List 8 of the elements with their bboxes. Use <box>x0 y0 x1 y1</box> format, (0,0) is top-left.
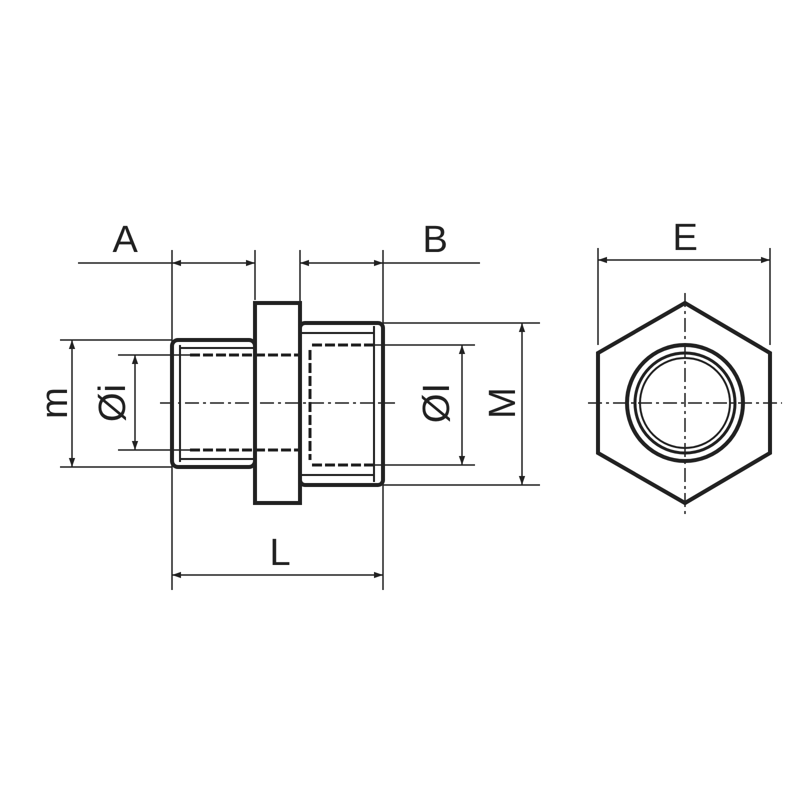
dimension-label: M <box>484 387 522 419</box>
dimension-label: L <box>270 534 291 572</box>
dimension-label: B <box>422 221 448 259</box>
dimension-label: m <box>36 387 74 419</box>
dimension-label: A <box>112 221 138 259</box>
dimension-label: ØI <box>418 382 456 424</box>
dimension-label: Øi <box>94 384 132 422</box>
dimension-label: E <box>672 219 698 257</box>
